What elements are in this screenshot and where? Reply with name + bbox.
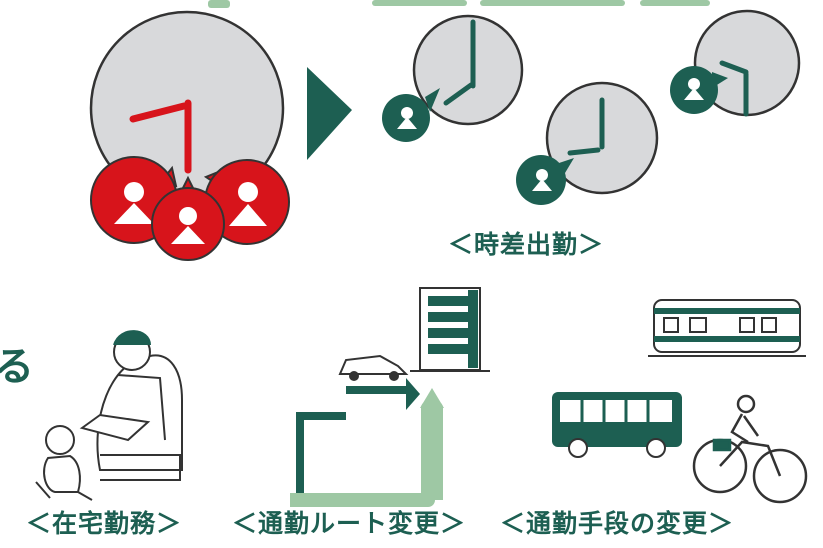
crowded-clock <box>89 10 285 206</box>
commuter-1-icon <box>382 88 440 142</box>
route-change-scene <box>274 287 490 507</box>
caption-remote-work: ＜在宅勤務＞ <box>26 509 183 538</box>
edge-glyph: る <box>0 344 34 390</box>
staggered-clock-2 <box>545 81 659 195</box>
top-edge-fragments <box>208 0 710 8</box>
caption-means-change: ＜通勤手段の変更＞ <box>500 509 735 538</box>
remote-work-scene <box>35 330 183 501</box>
caption-route-change: ＜通勤ルート変更＞ <box>232 509 467 538</box>
caption-staggered-commute: ＜時差出勤＞ <box>448 230 605 259</box>
crowd-person-center-icon <box>151 175 225 261</box>
bicycle-rider-icon <box>692 394 808 504</box>
crowd-person-right-icon <box>203 159 290 245</box>
commuter-3-icon <box>670 66 728 114</box>
transition-arrow-icon <box>307 67 352 160</box>
staggered-clock-3 <box>693 9 801 117</box>
staggered-clock-1 <box>412 14 524 126</box>
bus-icon <box>552 392 682 458</box>
train-icon <box>648 299 806 357</box>
commuter-2-icon <box>516 155 574 205</box>
car-icon <box>338 354 409 381</box>
building-icon <box>410 287 490 372</box>
